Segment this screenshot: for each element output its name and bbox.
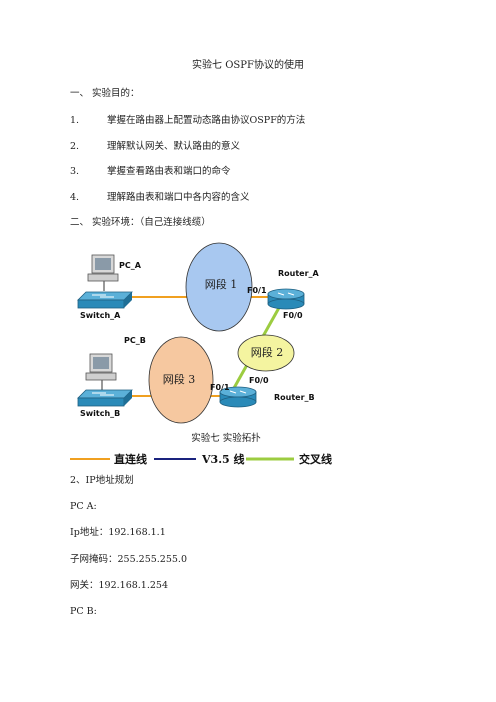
objective-number: 1. [70, 115, 80, 126]
pc-a-label: PC_A [119, 261, 142, 270]
pc-b-label: PC_B [124, 336, 146, 345]
router-a-f00-label: F0/0 [283, 311, 303, 320]
router-b-f01-label: F0/1 [210, 383, 230, 392]
pc-b-heading: PC B: [70, 606, 97, 617]
legend-crossover-label: 交叉线 [299, 452, 332, 466]
router-b-f00-label: F0/0 [249, 376, 269, 385]
objective-text: 掌握查看路由表和端口的命令 [107, 166, 231, 177]
pc-a-heading: PC A: [70, 501, 97, 512]
router-a-icon [267, 288, 305, 310]
objective-text: 理解默认网关、默认路由的意义 [107, 141, 241, 152]
switch-b-icon [77, 389, 133, 407]
page-title: 实验七 OSPF协议的使用 [192, 60, 304, 71]
switch-b-label: Switch_B [80, 409, 120, 418]
switch-a-icon [77, 291, 133, 309]
objective-number: 4. [70, 192, 80, 203]
segment-1-label: 网段 1 [205, 277, 238, 291]
router-b-icon [219, 386, 257, 408]
router-a-label: Router_A [278, 269, 320, 278]
segment-3-label: 网段 3 [163, 372, 196, 386]
pc-a-gateway: 网关：192.168.1.254 [70, 580, 169, 591]
network-segment-1 [185, 242, 253, 332]
legend-rollover-label: V3.5 线 [201, 452, 245, 466]
ip-plan-heading: 2、IP地址规划 [70, 475, 134, 486]
diagram-caption: 实验七 实验拓扑 [191, 432, 261, 444]
router-b-label: Router_B [274, 393, 315, 402]
objective-text: 理解路由表和端口中各内容的含义 [107, 192, 250, 203]
network-segment-2 [237, 334, 295, 372]
section-environment-heading: 二、 实验环境：（自己连接线缆） [70, 217, 211, 228]
router-a-f01-label: F0/1 [247, 286, 267, 295]
pc-b-computer-icon [85, 353, 117, 381]
objective-number: 3. [70, 166, 80, 177]
segment-2-label: 网段 2 [251, 345, 284, 359]
objective-number: 2. [70, 141, 80, 152]
section-objectives-heading: 一、 实验目的： [70, 88, 140, 99]
switch-a-label: Switch_A [80, 311, 121, 320]
pc-a-mask: 子网掩码：255.255.255.0 [70, 554, 188, 565]
legend-straight-label: 直连线 [114, 452, 147, 466]
network-segment-3 [148, 336, 214, 424]
pc-a-computer-icon [87, 254, 119, 282]
objective-text: 掌握在路由器上配置动态路由协议OSPF的方法 [107, 115, 306, 126]
pc-a-ip: Ip地址：192.168.1.1 [70, 527, 166, 538]
